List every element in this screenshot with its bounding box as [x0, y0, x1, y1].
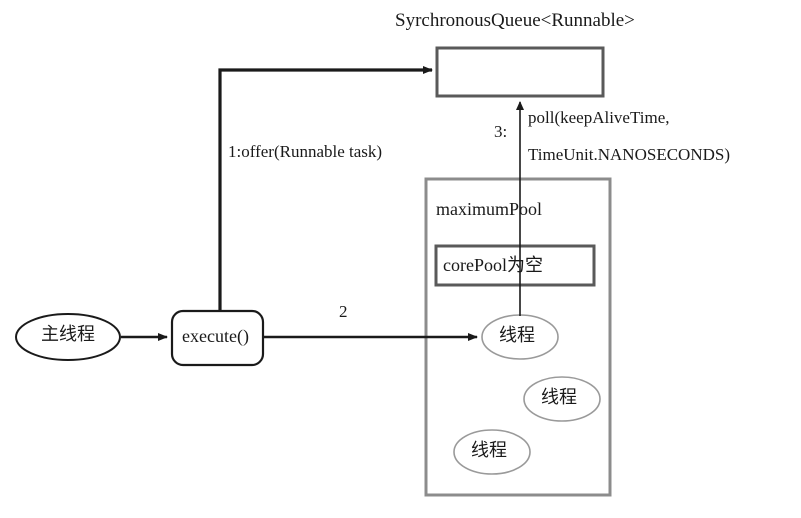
thread-label-3: 线程 — [471, 440, 507, 460]
execute-label: execute() — [182, 326, 249, 346]
poll-edge-label-line2: TimeUnit.NANOSECONDS) — [528, 145, 730, 164]
poll-step-number: 3: — [494, 122, 508, 141]
maximum-pool-label: maximumPool — [436, 199, 543, 219]
offer-edge-label: 1:offer(Runnable task) — [228, 142, 383, 161]
thread-label-1: 线程 — [499, 325, 535, 345]
synchronous-queue-box — [435, 46, 605, 98]
main-thread-label: 主线程 — [41, 324, 95, 344]
poll-edge-label-line1: poll(keepAliveTime, — [528, 108, 670, 127]
thread-ellipse-2 — [523, 376, 601, 422]
core-pool-label: corePool为空 — [443, 255, 543, 275]
offer-arrow — [218, 66, 433, 311]
queue-title: SyrchronousQueue<Runnable> — [395, 10, 635, 31]
thread-ellipse-3 — [453, 429, 531, 475]
core-pool-box — [434, 244, 596, 287]
main-thread-ellipse — [15, 313, 121, 361]
thread-label-2: 线程 — [541, 387, 577, 407]
step2-edge-label: 2 — [339, 302, 348, 321]
